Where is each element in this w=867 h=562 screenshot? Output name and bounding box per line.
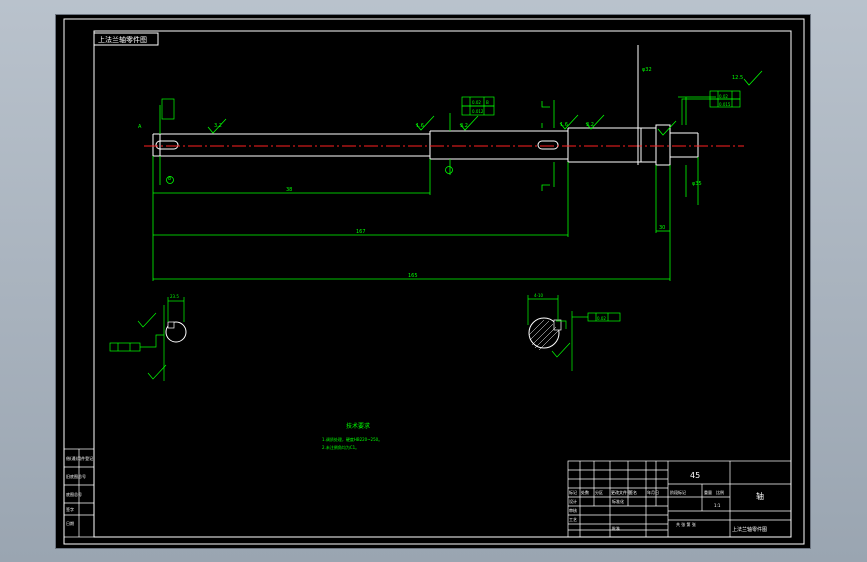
tb-row-5: 批准	[612, 525, 620, 531]
tb-label-3: 分区	[595, 489, 603, 495]
tb-row-2: 审核	[569, 507, 577, 513]
outer-frame	[63, 18, 805, 545]
tb-label-5: 签名	[629, 489, 637, 495]
tolerance-frame-left-top	[161, 98, 175, 120]
rough-1: 3.2	[214, 123, 222, 129]
side-table	[63, 448, 95, 538]
section-view-right: 4-10 0.02	[527, 293, 621, 371]
sec-tol: 0.02	[597, 316, 606, 321]
roughness-symbols	[207, 70, 763, 136]
side-row-4: 签字	[66, 506, 74, 512]
tb-sheet: 共 张 第 张	[676, 521, 696, 527]
dim-bottom-1: 38	[286, 187, 292, 193]
tol-3: 0.02	[719, 94, 728, 99]
tb-stage-2: 重量	[704, 489, 712, 495]
drawing-canvas: 上法兰轴零件图	[63, 18, 805, 545]
datum-b-label: B	[486, 100, 489, 105]
rough-4: 1.6	[560, 122, 568, 128]
tb-material: 45	[690, 471, 700, 480]
side-row-2: 旧底图总号	[66, 473, 86, 479]
tb-stage-3: 比例	[716, 489, 724, 495]
title-note-box	[93, 32, 159, 46]
title-block	[567, 460, 792, 538]
tb-label-4: 更改文件号	[611, 489, 631, 495]
side-row-1: 借(通)用件登记	[66, 455, 93, 461]
tol-4: 0.015	[719, 102, 731, 107]
cad-viewport[interactable]: 上法兰轴零件图	[55, 14, 811, 549]
tb-label-1: 标记	[569, 489, 577, 495]
datum-a-label: A	[138, 124, 142, 130]
dim-dia-top: φ32	[642, 67, 652, 73]
tb-row-3: 工艺	[569, 517, 577, 522]
tb-stage-1: 阶段标记	[670, 489, 686, 495]
dimension-lines	[152, 96, 716, 281]
rough-2: 1.6	[416, 123, 424, 129]
title-note: 上法兰轴零件图	[98, 35, 147, 44]
sec-left-dim: 23.5	[170, 294, 179, 299]
rough-main: 12.5	[732, 75, 743, 81]
rough-3: 3.2	[460, 123, 468, 129]
tb-label-2: 处数	[581, 489, 589, 495]
dim-bottom-2: 167	[356, 229, 366, 235]
tb-row-4: 标准化	[612, 498, 624, 504]
tb-row-1: 设计	[569, 498, 577, 504]
key-width-left: 8	[168, 176, 171, 182]
tol-2: 0.012	[472, 109, 484, 114]
tol-1: 0.02	[472, 100, 481, 105]
tb-drawing-no: 上法兰轴零件图	[732, 526, 767, 533]
side-row-3: 底图总号	[66, 491, 82, 497]
dim-bottom-3: 165	[408, 273, 418, 279]
tech-requirements: 技术要求 1.调质处理，硬度HB220~250。 2.未注倒角均为C1。	[322, 422, 382, 450]
dim-dia-right: φ35	[692, 181, 702, 187]
tb-scale: 1:1	[714, 503, 721, 508]
side-row-5: 日期	[66, 520, 74, 526]
tech-req-line-2: 2.未注倒角均为C1。	[322, 444, 359, 450]
tb-part-name: 轴	[756, 491, 764, 501]
tech-req-line-1: 1.调质处理，硬度HB220~250。	[322, 436, 382, 442]
datum-markers	[166, 166, 453, 184]
tb-label-6: 年月日	[647, 489, 659, 495]
section-view-left: 23.5	[109, 294, 187, 381]
rough-5: 3.2	[586, 122, 594, 128]
dim-right-1: 30	[659, 225, 665, 231]
sec-right-dim: 4-10	[534, 293, 544, 298]
tech-req-title: 技术要求	[346, 422, 370, 430]
tolerance-frame-right	[681, 90, 741, 125]
tolerance-frame-mid	[461, 96, 495, 116]
shaft-outline	[152, 124, 699, 166]
inner-frame	[93, 30, 792, 538]
